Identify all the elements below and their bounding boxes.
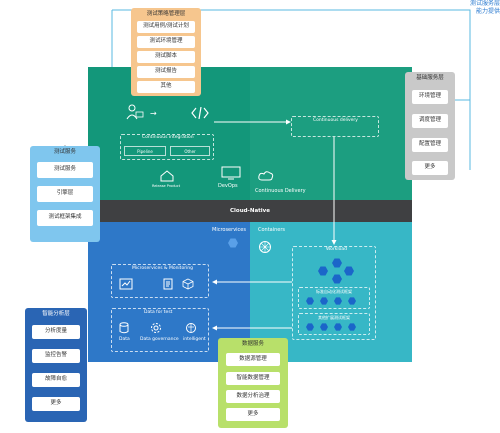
data-panel: 数据服务 数据源管理 智能数据管理 数据分析治理 更多 xyxy=(218,338,288,428)
cloud-icon xyxy=(258,170,274,182)
cd-box xyxy=(291,116,379,137)
brain-icon xyxy=(185,322,197,334)
analysis-item-alert[interactable]: 监控告警 xyxy=(32,349,80,363)
row1-pod-2 xyxy=(320,297,328,305)
row1-pod-1 xyxy=(306,297,314,305)
monitoring-box xyxy=(111,264,209,298)
top-note-line1: 测试服务层 xyxy=(469,0,500,7)
pod-icon-2 xyxy=(318,266,328,276)
basic-item-schedule[interactable]: 调度管理 xyxy=(412,114,448,128)
analysis-item-selfheal[interactable]: 故障自愈 xyxy=(32,373,80,387)
test-panel: 测试服务 测试服务 引擎层 测试框架集成 xyxy=(30,146,100,242)
strategy-panel-title: 测试策略管理层 xyxy=(146,11,186,17)
containers-label: Containers xyxy=(258,227,286,233)
monitoring-label: Microservices & Monitoring xyxy=(132,266,194,271)
row2-pod-4 xyxy=(348,323,356,331)
cloud-native-band: Cloud-Native xyxy=(88,200,412,222)
monitor-icon xyxy=(221,166,241,180)
strategy-item-scripts[interactable]: 测试脚本 xyxy=(137,51,195,63)
release-label: Release Product xyxy=(152,184,181,188)
governance-label: Data governance xyxy=(140,337,179,342)
pod-icon-3 xyxy=(344,266,354,276)
house-icon xyxy=(160,170,174,182)
data-item-smart[interactable]: 智能数据管理 xyxy=(226,372,280,385)
row2-pod-2 xyxy=(320,323,328,331)
data-label: Data xyxy=(119,337,130,342)
test-item-service[interactable]: 测试服务 xyxy=(37,162,93,178)
strategy-item-reports[interactable]: 测试报告 xyxy=(137,66,195,78)
cd-quadrant xyxy=(250,67,412,200)
analysis-panel-title: 智能分析层 xyxy=(42,311,70,317)
analysis-item-more[interactable]: 更多 xyxy=(32,397,80,411)
workload-box xyxy=(292,246,376,340)
other-tag: Other xyxy=(170,146,210,156)
code-icon xyxy=(191,107,209,119)
top-note: 测试服务层 能力提供 xyxy=(395,0,500,16)
kubernetes-icon xyxy=(258,240,272,254)
data-item-more[interactable]: 更多 xyxy=(226,408,280,421)
row1-box xyxy=(298,287,370,309)
analysis-panel: 智能分析层 分析度量 监控告警 故障自愈 更多 xyxy=(25,308,87,422)
row2-pod-3 xyxy=(334,323,342,331)
intelligent-label: intelligent xyxy=(183,337,206,342)
chart-icon xyxy=(119,278,133,290)
row1-pod-4 xyxy=(348,297,356,305)
data-item-governance[interactable]: 数据分析治理 xyxy=(226,390,280,403)
basic-item-config[interactable]: 配置管理 xyxy=(412,138,448,152)
basic-item-env[interactable]: 环境管理 xyxy=(412,90,448,104)
workload-label: Workload xyxy=(326,247,348,252)
microservices-hex-icon xyxy=(228,238,238,248)
cd-box-label: Continuous delivery xyxy=(313,118,358,123)
other-label: Other xyxy=(184,148,196,154)
strategy-item-env[interactable]: 测试环境管理 xyxy=(137,36,195,48)
top-note-line2: 能力提供 xyxy=(475,8,500,15)
pod-icon-4 xyxy=(332,274,342,284)
strategy-item-other[interactable]: 其他 xyxy=(137,81,195,93)
cube-icon xyxy=(182,278,194,290)
test-item-framework[interactable]: 测试框架集成 xyxy=(37,210,93,226)
row1-pod-3 xyxy=(334,297,342,305)
test-panel-title: 测试服务 xyxy=(53,149,76,155)
basic-panel: 基础服务层 环境管理 调度管理 配置管理 更多 xyxy=(405,72,455,180)
row2-box xyxy=(298,313,370,335)
person-code-icon xyxy=(126,104,144,120)
ci-label: Continuous integration xyxy=(142,135,194,140)
analysis-item-metrics[interactable]: 分析度量 xyxy=(32,325,80,339)
test-item-engine[interactable]: 引擎层 xyxy=(37,186,93,202)
row2-pod-1 xyxy=(306,323,314,331)
pipeline-tag: Pipeline xyxy=(124,146,166,156)
cd-label: Continuous Delivery xyxy=(255,188,306,194)
devops-label: DevOps xyxy=(218,183,238,189)
gear-icon xyxy=(150,322,162,334)
cloud-native-label: Cloud-Native xyxy=(230,208,270,214)
ci-box xyxy=(120,134,214,160)
pipeline-label: Pipeline xyxy=(137,148,153,154)
document-icon xyxy=(162,278,174,290)
pod-icon-1 xyxy=(332,258,342,268)
data-panel-title: 数据服务 xyxy=(241,341,264,347)
database-icon xyxy=(119,322,129,334)
data-item-source[interactable]: 数据源管理 xyxy=(226,353,280,366)
row1-label: 标准自动化测试框架 xyxy=(316,289,352,294)
basic-panel-title: 基础服务层 xyxy=(416,75,444,81)
arrow-right: → xyxy=(150,109,157,118)
strategy-item-cases[interactable]: 测试用例/测试计划 xyxy=(137,21,195,33)
strategy-panel: 测试策略管理层 测试用例/测试计划 测试环境管理 测试脚本 测试报告 其他 xyxy=(131,8,201,96)
basic-item-more[interactable]: 更多 xyxy=(412,161,448,175)
row2-label: 其他扩展测试框架 xyxy=(318,315,350,320)
data-for-test-label: Data for test xyxy=(144,310,173,315)
microservices-label: Microservices xyxy=(212,227,246,233)
data-for-test-box xyxy=(111,308,209,352)
